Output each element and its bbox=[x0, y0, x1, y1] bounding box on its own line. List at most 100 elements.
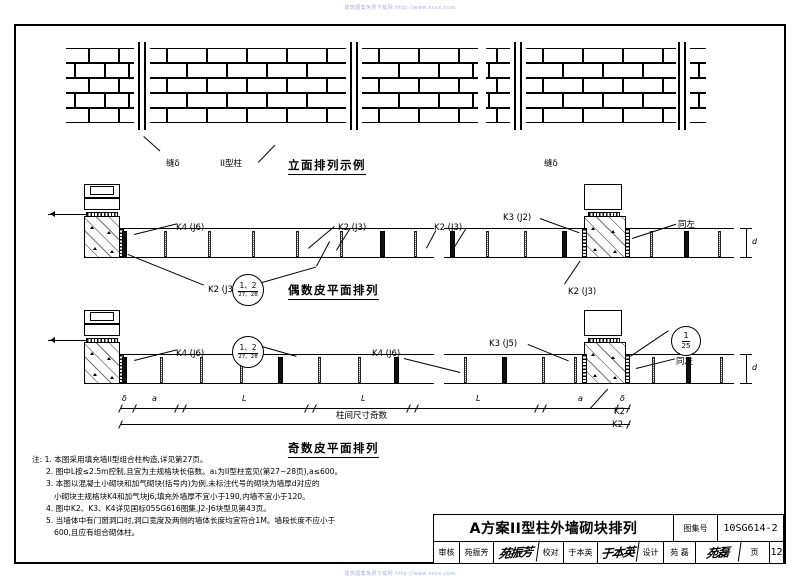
label-even-k2-mid: K2 (J3) bbox=[338, 223, 367, 233]
notes-item-6: 600,且应有组合砌体柱。 bbox=[54, 528, 140, 538]
leader-callout-even bbox=[262, 266, 317, 283]
notes-line-0: 注: 1. 本图采用填充墙II型组合柱构造,详见第27页。 bbox=[32, 454, 432, 466]
role-key-0: 审核 bbox=[434, 542, 460, 563]
even-left-column bbox=[84, 216, 120, 258]
odd-dim-d-text: d bbox=[752, 363, 758, 372]
elevation-column-1b bbox=[144, 42, 147, 130]
elevation-column-3b bbox=[520, 42, 523, 130]
even-left-cap-inner bbox=[90, 186, 114, 195]
odd-right-rebar-left bbox=[582, 354, 587, 384]
label-odd-same-as-left: 同左 bbox=[676, 357, 694, 367]
odd-right-rebar-right bbox=[625, 354, 630, 384]
elevation-column-4 bbox=[678, 42, 681, 130]
dim-tick bbox=[626, 404, 631, 413]
role-name-1: 于本英 bbox=[564, 542, 598, 563]
role-name-2: 苑 磊 bbox=[664, 542, 696, 563]
dim-label-4: L bbox=[476, 394, 481, 403]
page-value: 12 bbox=[770, 547, 783, 558]
label-even-k3-right: K3 (J2) bbox=[503, 213, 532, 223]
even-dim-d-bot bbox=[740, 257, 752, 258]
notes-item-4: 4. 图中K2、K3、K4详见国标05SG616图集,J2-J6块型见第43页。 bbox=[46, 503, 271, 513]
label-odd-k2-right: K2 bbox=[614, 407, 625, 417]
odd-right-cap-outer bbox=[584, 310, 622, 336]
block-k2-left bbox=[122, 231, 127, 257]
watermark-bottom: 建筑图集免费下载网 http://www.xxxx.com bbox=[344, 571, 456, 577]
atlas-key: 图集号 bbox=[674, 515, 718, 541]
watermark-top: 建筑图集免费下载网 http://www.xxxx.com bbox=[344, 5, 456, 11]
odd-dim-d-line bbox=[746, 354, 747, 384]
block-odd-k2-c bbox=[394, 357, 399, 383]
callout-odd-left-num: 1、2 bbox=[239, 343, 257, 352]
odd-strip-right bbox=[444, 354, 590, 384]
block-odd-k2-b bbox=[278, 357, 283, 383]
notes-item-1: 2. 图中L按≤2.5m控制,且宜为主规格块长倍数。a₁为II型柱宽见(第27~… bbox=[46, 467, 343, 477]
callout-odd-right: 1 25 bbox=[671, 326, 701, 356]
label-joint-right: 缝δ bbox=[544, 159, 558, 169]
even-right-rebar-right bbox=[625, 228, 630, 258]
notes-heading: 注: bbox=[32, 455, 43, 464]
notes-item-3: 小砌块主规格块K4和加气块J6,填充外墙厚不宜小于190,内墙不宜小于120。 bbox=[54, 491, 310, 501]
label-even-k2-left: K2 (J3) bbox=[208, 285, 237, 295]
notes-item-0: 1. 本图采用填充墙II型组合柱构造,详见第27页。 bbox=[44, 455, 208, 464]
notes-item-5: 5. 当墙体中有门窗洞口时,洞口宽度及两侧的墙体长度均宜符合1M。墙段长度不应小… bbox=[46, 516, 336, 526]
sheet-title: A方案II型柱外墙砌块排列 bbox=[434, 515, 674, 541]
block-odd-k2-d bbox=[502, 357, 507, 383]
label-joint-left: 缝δ bbox=[166, 159, 180, 169]
role-key-2: 设计 bbox=[638, 542, 664, 563]
elevation-column-2b bbox=[356, 42, 359, 130]
notes-block: 注: 1. 本图采用填充墙II型组合柱构造,详见第27页。 2. 图中L按≤2.… bbox=[32, 454, 432, 539]
dim-label-0: δ bbox=[122, 394, 127, 403]
sheet-border: 缝δ II型柱 缝δ 立面排列示例 bbox=[14, 24, 786, 564]
block-k2-right-b bbox=[562, 231, 567, 257]
odd-left-anchor-line bbox=[48, 340, 86, 341]
elevation-column-3 bbox=[514, 42, 517, 130]
even-plan-title: 偶数皮平面排列 bbox=[288, 282, 379, 300]
title-block: A方案II型柱外墙砌块排列 图集号 10SG614-2 审核 苑振芳 苑振芳 校… bbox=[433, 514, 784, 565]
block-k2-mid bbox=[380, 231, 385, 257]
leader-even-k2-left bbox=[127, 254, 205, 286]
label-even-same-as-left: 同左 bbox=[678, 220, 696, 230]
elevation-column-2 bbox=[350, 42, 353, 130]
odd-dim-d-bot bbox=[740, 383, 752, 384]
elevation-title: 立面排列示例 bbox=[288, 157, 366, 175]
elevation-drawing bbox=[66, 34, 706, 149]
odd-strip-left bbox=[122, 354, 434, 384]
dimension-overall-line bbox=[120, 424, 630, 425]
role-signature-0: 苑振芳 bbox=[492, 540, 540, 565]
notes-item-2: 3. 本图以混凝土小砌块和加气砌块(括号内)为例,未标注代号的砌块为墙厚d对应的 bbox=[46, 479, 320, 489]
leader-odd-k2-right bbox=[590, 388, 609, 409]
dimension-overall-label: 柱间尺寸奇数 bbox=[334, 411, 390, 421]
callout-odd-left-den: 27、28 bbox=[238, 352, 258, 360]
dim-label-2: L bbox=[242, 394, 247, 403]
elevation-column-1 bbox=[138, 42, 141, 130]
even-right-rebar-left bbox=[582, 228, 587, 258]
odd-left-cap2 bbox=[84, 324, 120, 336]
block-odd-k2-a bbox=[122, 357, 127, 383]
even-dim-d-text: d bbox=[752, 237, 758, 246]
label-column-type: II型柱 bbox=[220, 159, 243, 169]
even-dim-d-line bbox=[746, 228, 747, 258]
even-right-column bbox=[584, 216, 626, 258]
even-left-anchor-line bbox=[48, 214, 86, 215]
label-even-k2-right: K2 (J3) bbox=[568, 287, 597, 297]
even-strip-tail bbox=[630, 228, 734, 258]
role-key-1: 校对 bbox=[538, 542, 564, 563]
odd-plan-title: 奇数皮平面排列 bbox=[288, 440, 379, 458]
role-signature-2: 苑磊 bbox=[694, 540, 742, 565]
leader-even-k2-right bbox=[564, 260, 581, 285]
dim-label-6: δ bbox=[620, 394, 625, 403]
callout-odd-right-den: 25 bbox=[681, 341, 691, 350]
elevation-column-4b bbox=[684, 42, 687, 130]
even-right-cap-outer bbox=[584, 184, 622, 210]
title-block-top-row: A方案II型柱外墙砌块排列 图集号 10SG614-2 bbox=[434, 515, 783, 542]
callout-even: 1、2 27、28 bbox=[232, 274, 264, 306]
odd-dim-d-top bbox=[740, 354, 752, 355]
role-signature-1: 于本英 bbox=[596, 540, 640, 565]
callout-even-num: 1、2 bbox=[239, 281, 257, 290]
label-even-k2-mid2: K2 (J3) bbox=[434, 223, 463, 233]
atlas-value: 10SG614-2 bbox=[723, 522, 778, 534]
page-key: 页 bbox=[740, 542, 770, 563]
label-odd-k4-left: K4 (J6) bbox=[176, 349, 205, 359]
label-odd-k4-mid: K4 (J6) bbox=[372, 349, 401, 359]
